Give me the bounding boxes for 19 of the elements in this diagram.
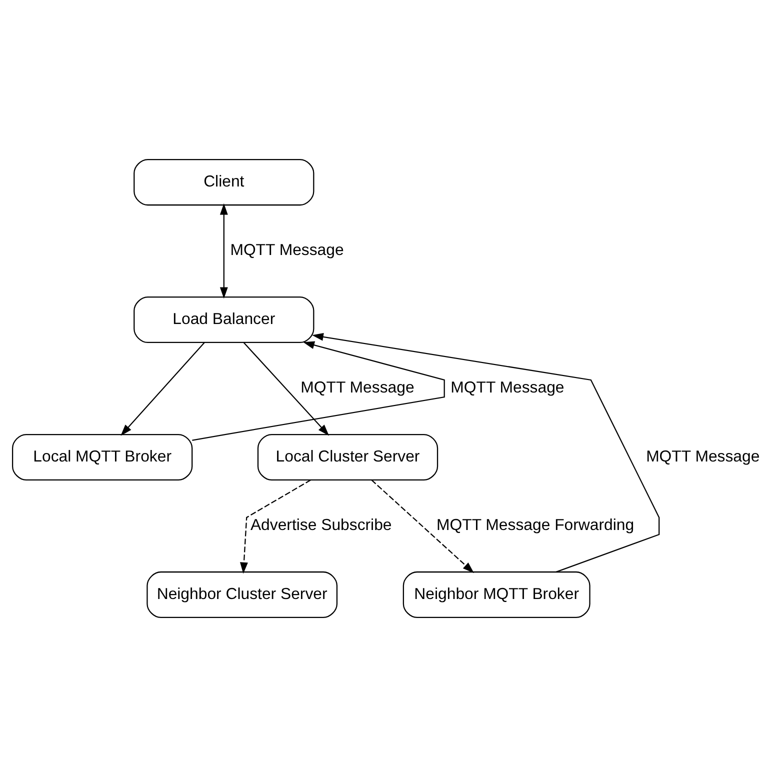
node-box: Local Cluster Server: [257, 433, 438, 480]
arrow: [220, 202, 228, 298]
arrow: [120, 342, 205, 436]
arrow: [312, 332, 660, 572]
arrow: [192, 340, 445, 440]
edge-label: MQTT Message: [300, 379, 414, 396]
node-box: Neighbor MQTT Broker: [402, 570, 590, 618]
edge-label: Advertise Subscribe: [250, 516, 392, 534]
edge-label: MQTT Message: [230, 242, 344, 259]
arrow: [371, 479, 474, 573]
arrow: [240, 479, 311, 574]
arrow: [243, 342, 330, 436]
node-box: Local MQTT Broker: [12, 433, 193, 480]
edge-label: MQTT Message Forwarding: [436, 516, 634, 534]
edge-label: MQTT Message: [646, 448, 760, 465]
edge-label: MQTT Message: [450, 379, 564, 396]
node-box: Load Balancer: [134, 296, 314, 343]
node-box: Neighbor Cluster Server: [146, 570, 338, 618]
node-box: Client: [134, 158, 314, 206]
